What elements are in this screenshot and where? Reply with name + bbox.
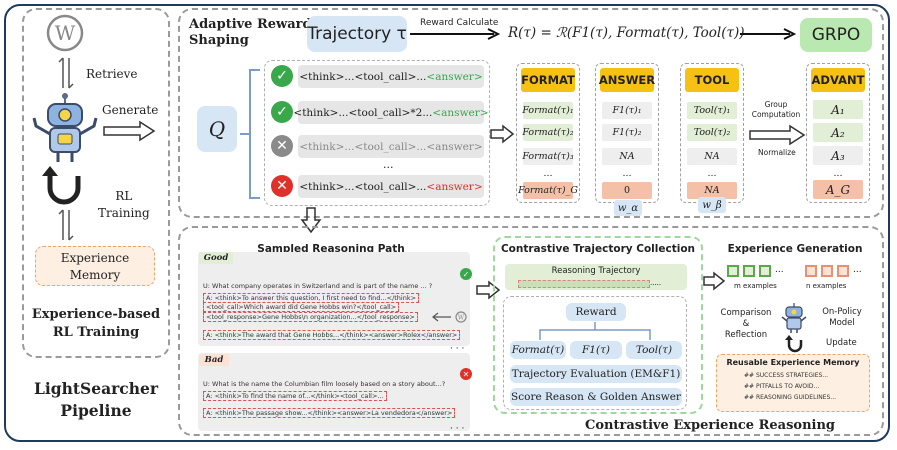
- trajectory-bar: [518, 280, 650, 288]
- rollout-row: <think>...<tool_call>...<answer>: [298, 175, 484, 198]
- wikipedia-icon: W: [46, 14, 84, 52]
- rollout-row: <think>...<tool_call>...<answer>: [298, 65, 484, 88]
- to-format-arrow: [490, 124, 515, 144]
- update-loop-icon: [785, 335, 803, 353]
- reward-eval-group: [503, 296, 687, 410]
- check-icon: ✓: [271, 65, 293, 87]
- trajectory-ellipsis: .....: [650, 279, 662, 287]
- format-column: FORMAT Format(τ)₁ Format(τ)₂ Format(τ)₃ …: [516, 63, 580, 203]
- cross-red-icon: ✕: [271, 175, 293, 197]
- reward-panel: [178, 8, 884, 218]
- success-ellipsis: ...: [775, 265, 784, 275]
- memory-arrows-icon: [58, 209, 74, 241]
- bad-line-1: A: <think>To find the name of...</think>…: [203, 391, 387, 401]
- reusable-memory-title: Reusable Experience Memory: [726, 358, 860, 367]
- query-box: Q: [197, 106, 237, 152]
- advantage-column: ADVANT A₁ A₂ A₃ ... A_G: [806, 63, 870, 203]
- format-pill: Format(τ): [510, 341, 566, 359]
- memory-item: ## PITFALLS TO AVOID...: [744, 383, 820, 390]
- bad-path-panel: [198, 353, 470, 431]
- good-check-icon: ✓: [460, 268, 472, 280]
- m-examples-label: m examples: [734, 282, 777, 290]
- reusable-memory-box: [716, 354, 870, 412]
- contrastive-panel: [178, 226, 884, 436]
- success-example: [743, 265, 755, 277]
- group-computation-label: Group Computation: [751, 100, 801, 119]
- good-line-3: <tool_response>Gene Hobbs\n organization…: [203, 312, 418, 322]
- trajectory-eval-pill: Trajectory Evaluation (EM&F1): [510, 365, 682, 383]
- success-example: [727, 265, 739, 277]
- normalize-label: Normalize: [758, 148, 796, 157]
- memory-item: ## REASONING GUIDELINES...: [744, 394, 837, 401]
- w-alpha-label: w_α: [614, 200, 642, 216]
- query-bracket: [240, 69, 260, 199]
- to-experience-arrow: [703, 271, 726, 291]
- retrieve-back-icon: W: [432, 311, 467, 323]
- small-robot-icon: [781, 303, 807, 333]
- success-example: [759, 265, 771, 277]
- experience-rl-title: Experience-based RL Training: [31, 307, 161, 340]
- bad-cross-icon: ✕: [460, 368, 472, 380]
- retrieve-arrows-icon: [58, 57, 74, 89]
- reward-pill: Reward: [566, 303, 626, 321]
- good-line-2: <tool_call>Which award did Gene Hobbs wi…: [203, 302, 400, 312]
- reward-branch-lines: [539, 322, 651, 340]
- cross-gray-icon: ✕: [271, 135, 293, 157]
- good-ellipsis: · · ·: [450, 344, 465, 354]
- reward-calc-label: Reward Calculate: [420, 18, 499, 28]
- loop-arrow-icon: [42, 166, 81, 205]
- generate-arrow-icon: [103, 120, 156, 142]
- reward-calc-arrow: [410, 28, 501, 40]
- w-beta-label: w_β: [698, 197, 726, 213]
- rollout-row: <think>...<tool_call>*2...<answer>: [293, 101, 489, 124]
- bad-badge: Bad: [199, 354, 229, 366]
- contrastive-bottom-title: Contrastive Experience Reasoning: [585, 418, 836, 433]
- bad-ellipsis: · · ·: [450, 424, 465, 434]
- failure-ellipsis: ...: [853, 265, 862, 275]
- experience-memory-box: Experience Memory: [35, 246, 155, 286]
- n-examples-label: n examples: [806, 282, 847, 290]
- failure-example: [805, 265, 817, 277]
- good-question: U: What company operates in Switzerland …: [203, 282, 433, 290]
- rollout-group: [264, 60, 490, 206]
- good-badge: Good: [199, 252, 233, 264]
- failure-example: [821, 265, 833, 277]
- svg-text:W: W: [458, 315, 465, 322]
- failure-example: [837, 265, 849, 277]
- good-line-4: A: <think>The award that Gene Hobbs...</…: [203, 330, 461, 340]
- reward-title: Adaptive Reward Shaping: [189, 17, 312, 48]
- generate-label: Generate: [102, 103, 159, 117]
- grpo-box: GRPO: [800, 18, 872, 52]
- update-label: Update: [826, 338, 857, 348]
- tool-column: TOOL Tool(τ)₁ Tool(τ)₂ NA ... NA: [680, 63, 744, 203]
- grpo-arrow: [740, 28, 797, 40]
- rollout-row: <think>...<tool_call>...<answer>: [298, 135, 484, 158]
- comparison-label: Comparison & Reflection: [720, 308, 772, 340]
- left-panel: [22, 8, 170, 358]
- check-icon: ✓: [271, 101, 293, 123]
- contrastive-collection-box: [493, 236, 703, 414]
- normalize-arrow: [749, 124, 806, 146]
- experience-title: Experience Generation: [727, 243, 863, 255]
- reward-formula: R(τ) = ℛ(F1(τ), Format(τ), Tool(τ)): [508, 25, 745, 41]
- bad-question: U: What is the name the Columbian film l…: [203, 380, 446, 388]
- pipeline-frame: [4, 4, 890, 442]
- pipeline-title: LightSearcher Pipeline: [33, 379, 159, 420]
- score-reason-pill: Score Reason & Golden Answer: [510, 388, 682, 406]
- robot-icon: [32, 93, 98, 162]
- retrieve-label: Retrieve: [86, 67, 138, 81]
- memory-item: ## SUCCESS STRATEGIES...: [744, 372, 829, 379]
- on-policy-label: On-Policy Model: [822, 307, 862, 328]
- rl-training-label: RL Training: [98, 189, 150, 220]
- bad-line-2: A: <think>The passage show...</think><an…: [203, 408, 456, 418]
- trajectory-box: Trajectory τ: [307, 16, 407, 52]
- reasoning-trajectory-label: Reasoning Trajectory: [551, 266, 641, 276]
- f1-pill: F1(τ): [570, 341, 622, 359]
- answer-column: ANSWER F1(τ)₁ F1(τ)₂ NA ... 0: [595, 63, 659, 203]
- contrastive-title: Contrastive Trajectory Collection: [500, 243, 696, 255]
- svg-text:W: W: [55, 21, 76, 45]
- tool-pill: Tool(τ): [626, 341, 682, 359]
- rollout-ellipsis: ...: [383, 158, 394, 171]
